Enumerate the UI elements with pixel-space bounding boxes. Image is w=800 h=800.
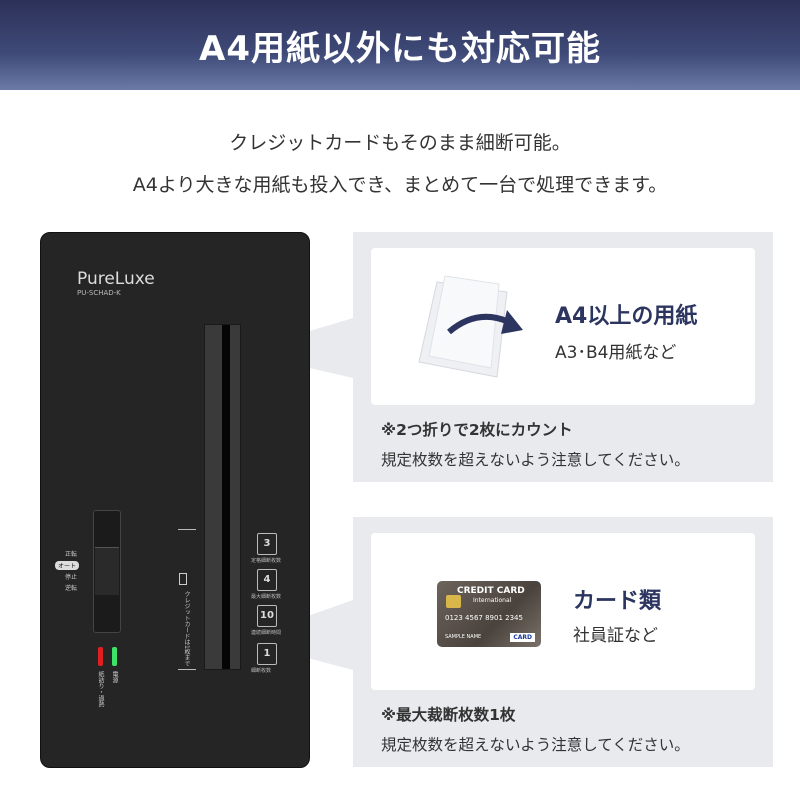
badge-continuous: 10: [257, 605, 277, 627]
error-led: [98, 647, 103, 666]
panel-paper-title: A4以上の用紙: [555, 304, 698, 329]
badge-rated: 3: [257, 533, 277, 555]
panel-card-title: カード類: [573, 589, 662, 614]
badge-max-caption: 最大細断枚数: [251, 594, 282, 600]
panel-card-card: CREDIT CARD International 0123 4567 8901…: [371, 533, 755, 690]
panel-card-note2: 規定枚数を超えないよう注意してください。: [381, 736, 690, 754]
panel-card-note1: ※最大裁断枚数1枚: [381, 706, 516, 724]
badge-cards-caption: 細断枚数: [251, 668, 272, 674]
intro-line-2: A4より大きな用紙も投入でき、まとめて一台で処理できます。: [132, 174, 668, 196]
card-slot-icon: [179, 573, 187, 585]
brand-logo: PureLuxe: [77, 269, 155, 289]
intro-line-1: クレジットカードもそのまま細断可能。: [229, 132, 571, 154]
paper-slot: [204, 324, 241, 670]
badge-max: 4: [257, 569, 277, 591]
power-led-label: 電源: [111, 671, 118, 683]
page-title: A4用紙以外にも対応可能: [199, 28, 601, 69]
credit-card-icon: CREDIT CARD International 0123 4567 8901…: [437, 581, 541, 647]
switch-label-forward: 正転: [65, 551, 78, 558]
power-led: [112, 647, 117, 666]
card-slot-label: クレジットカードは1枚まで: [183, 591, 190, 667]
switch-label-stop: 停止: [65, 574, 78, 581]
panel-paper-subtitle: A3･B4用紙など: [555, 343, 677, 363]
panel-paper-note2: 規定枚数を超えないよう注意してください。: [381, 451, 690, 469]
panel-paper: A4以上の用紙 A3･B4用紙など ※2つ折りで2枚にカウント 規定枚数を超えな…: [353, 232, 773, 482]
model-number: PU-SCHAD-K: [77, 289, 121, 297]
panel-card-subtitle: 社員証など: [573, 626, 658, 646]
switch-label-auto: オート: [55, 561, 80, 570]
panel-card: CREDIT CARD International 0123 4567 8901…: [353, 517, 773, 767]
badge-cards: 1: [257, 643, 277, 665]
folded-paper-icon: [418, 275, 523, 378]
badge-rated-caption: 定格細断枚数: [251, 558, 282, 564]
panel-paper-card: A4以上の用紙 A3･B4用紙など: [371, 248, 755, 405]
header-banner: A4用紙以外にも対応可能: [0, 0, 800, 90]
panel-paper-note1: ※2つ折りで2枚にカウント: [381, 421, 573, 439]
shredder-product: PureLuxe PU-SCHAD-K 正転 オート 停止 逆転 紙詰り・過熱 …: [40, 232, 310, 768]
badge-continuous-caption: 連続細断時間: [251, 630, 282, 636]
error-led-label: 紙詰り・過熱: [97, 671, 104, 707]
mode-switch: [93, 510, 121, 633]
switch-label-reverse: 逆転: [65, 585, 78, 592]
